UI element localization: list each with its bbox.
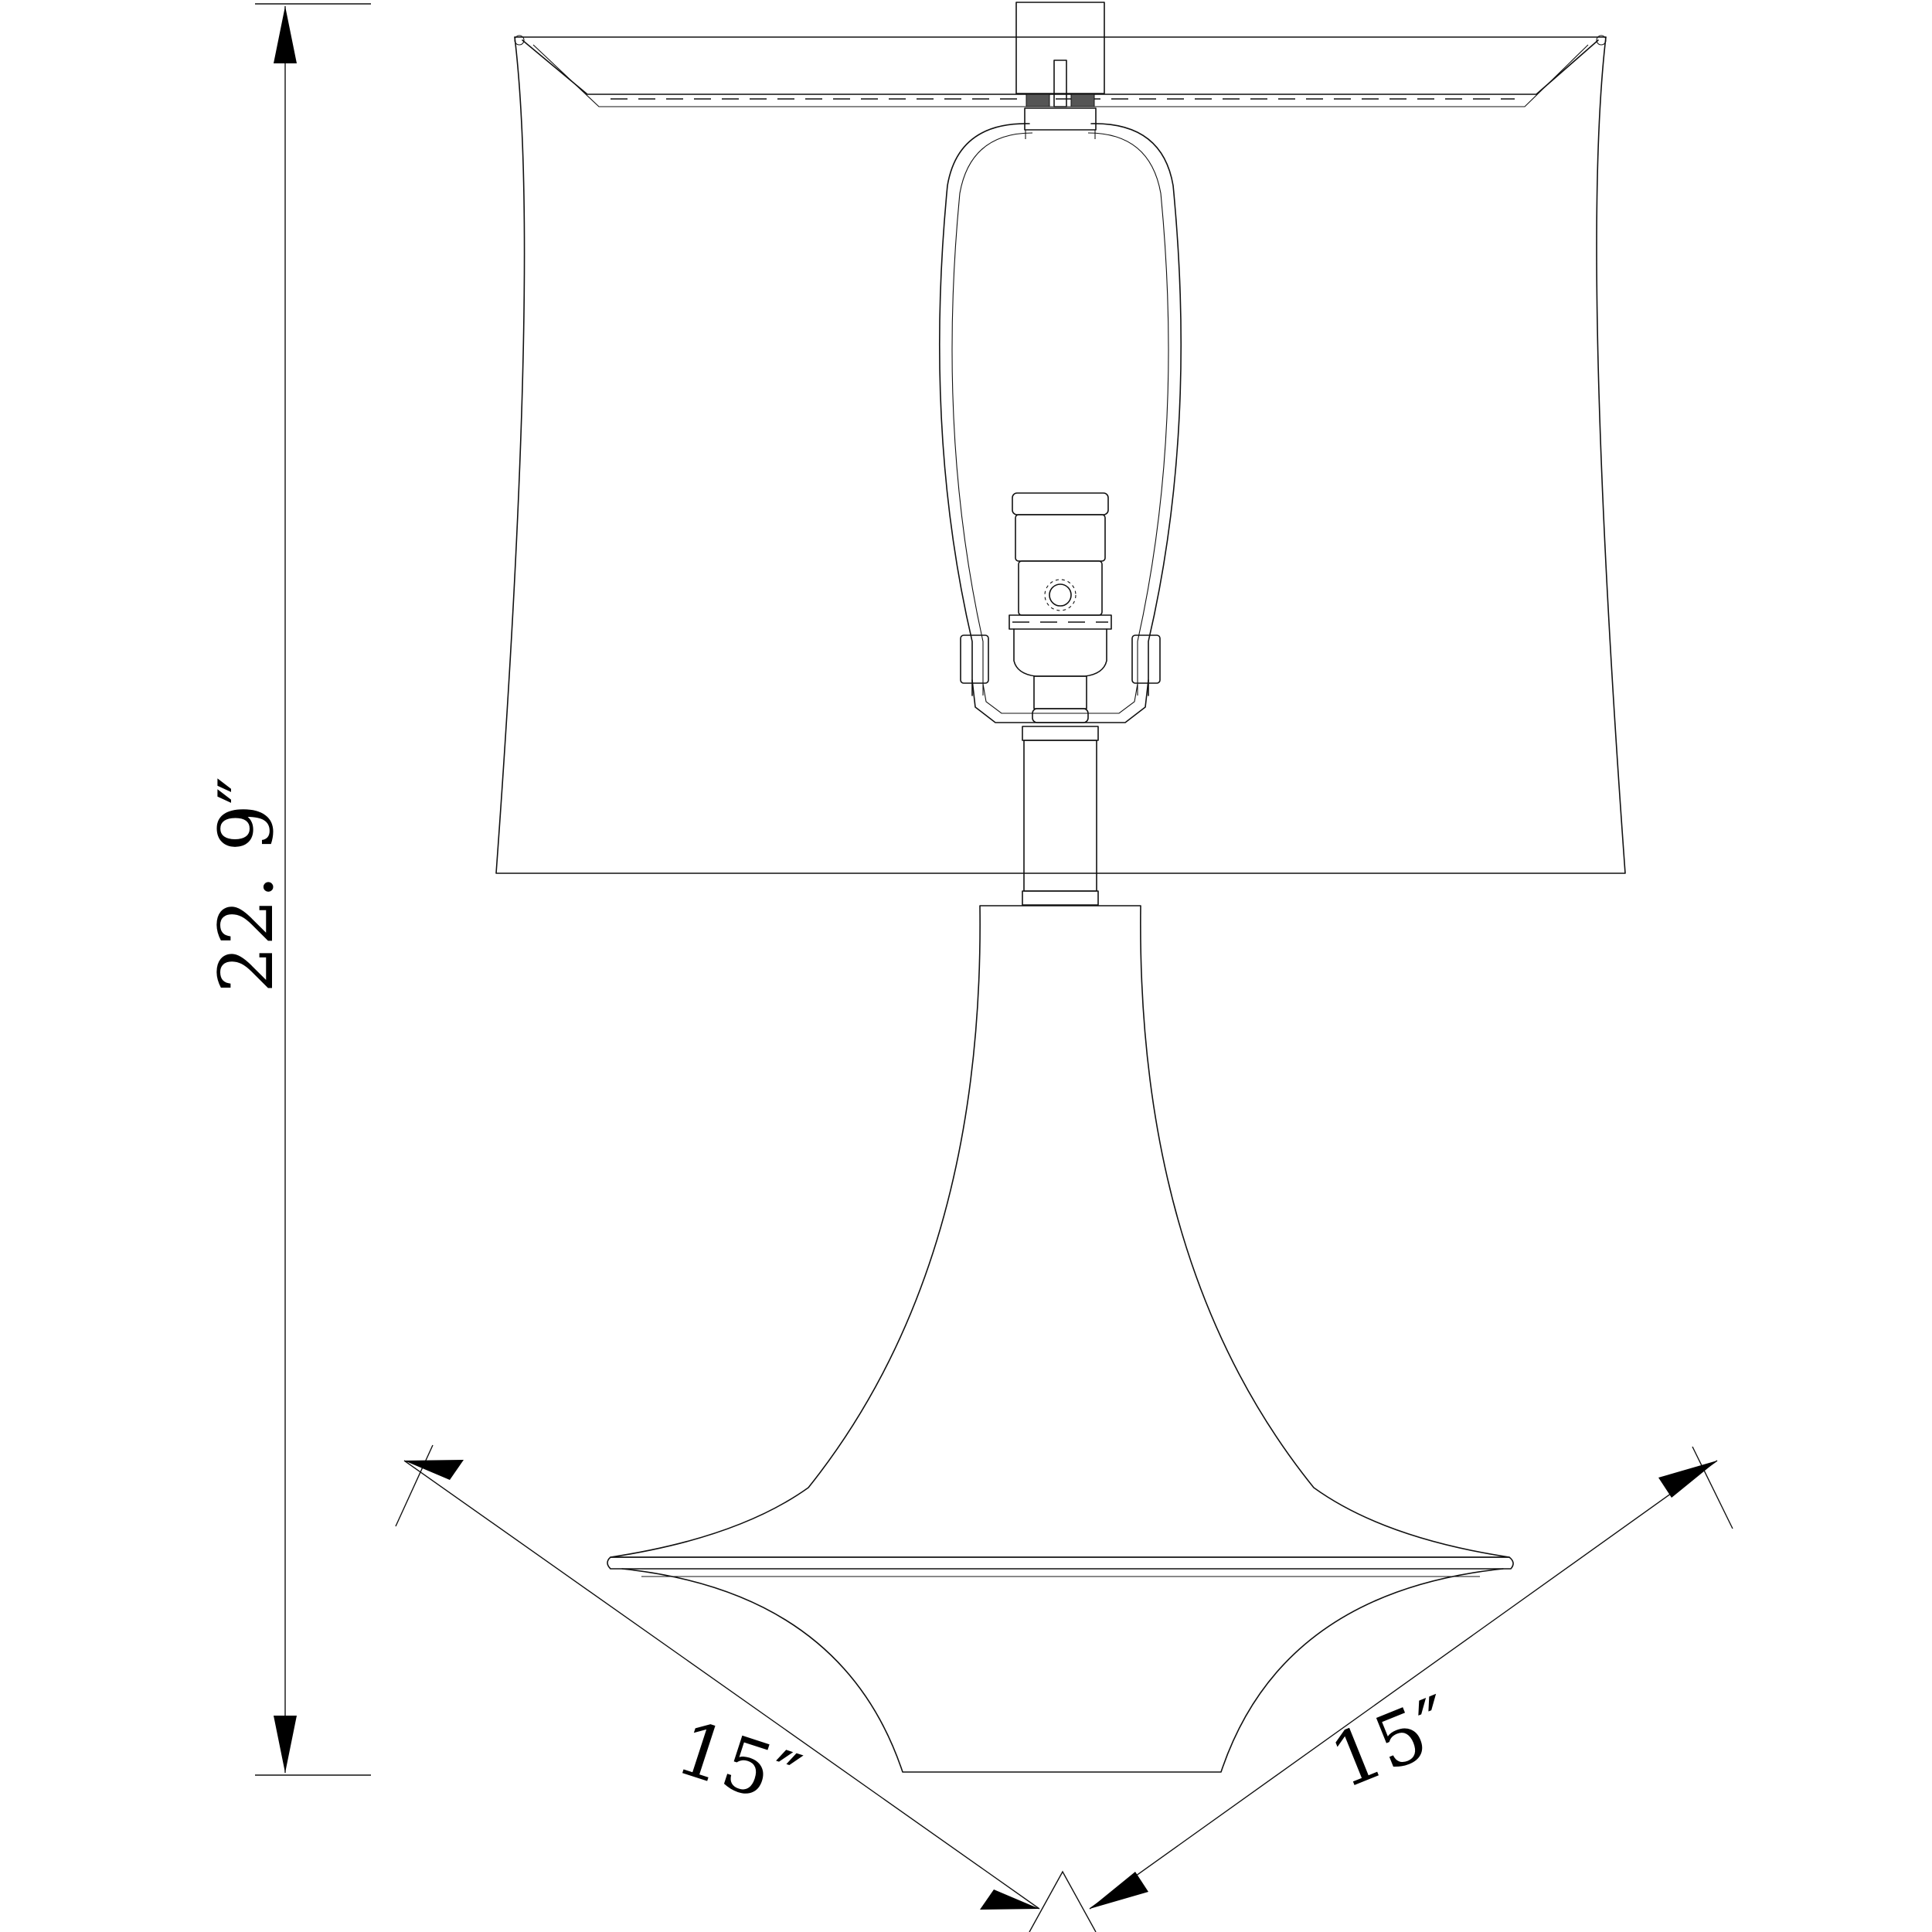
socket (1009, 492, 1112, 723)
harp-inner-wire (951, 132, 1169, 696)
harp-bottom-bracket (971, 679, 1149, 723)
harp-saddle (1024, 107, 1097, 131)
width-label: 15″ (1319, 1679, 1464, 1805)
socket-cap (1033, 675, 1087, 709)
finial-nut-left (1026, 94, 1050, 107)
width-arrow-right (1658, 1461, 1717, 1498)
shade-inner-rim-back (532, 44, 1589, 107)
height-dimension: 22. 9″ (203, 3, 371, 1776)
socket-shell-lower (1013, 628, 1107, 677)
depth-extension-left (395, 1444, 434, 1527)
lamp-shade (495, 35, 1626, 874)
shade-inner-rim-front (522, 39, 1599, 95)
socket-shell-middle (1018, 560, 1103, 616)
depth-dimension: 15″ (395, 1444, 1040, 1910)
socket-top-ring (1012, 492, 1109, 515)
lamp-neck (1022, 726, 1099, 906)
base-rim (607, 1556, 1514, 1570)
socket-nut (1032, 708, 1089, 723)
harp-outer-wire (938, 123, 1182, 696)
finial-nut-right (1070, 94, 1095, 107)
depth-arrow-right (980, 1889, 1039, 1910)
shade-rim-right-cap (1596, 35, 1607, 46)
shade-rim-left-cap (514, 35, 525, 46)
socket-band (1009, 614, 1112, 630)
socket-switch-knob (1044, 579, 1077, 611)
finial-cap (1015, 2, 1105, 94)
depth-label: 15″ (667, 1704, 810, 1824)
base-foot (621, 1568, 1504, 1773)
finial-stem (1053, 60, 1067, 107)
depth-arrow-left (404, 1460, 464, 1480)
height-arrow-top (274, 6, 297, 63)
finial-and-harp (938, 2, 1182, 723)
width-extension-right (1692, 1446, 1733, 1529)
corner-reference-mark (1029, 1870, 1097, 1932)
neck-top-collar (1022, 726, 1099, 741)
height-label: 22. 9″ (203, 777, 290, 993)
shade-outline (495, 36, 1626, 874)
height-arrow-bottom (274, 1716, 297, 1773)
harp-sleeve-left (960, 634, 989, 684)
neck-bottom-collar (1022, 890, 1099, 906)
harp-bottom-bracket-inner (982, 683, 1138, 714)
width-arrow-left (1090, 1872, 1148, 1909)
neck-rod (1023, 740, 1097, 892)
depth-dimension-line (403, 1460, 1040, 1910)
harp-sleeve-right (1131, 634, 1161, 684)
lamp-base (607, 905, 1514, 1773)
width-dimension: 15″ (1089, 1446, 1733, 1910)
base-upper-body (610, 905, 1510, 1558)
width-dimension-line (1089, 1460, 1718, 1910)
socket-shell-upper (1015, 514, 1106, 562)
